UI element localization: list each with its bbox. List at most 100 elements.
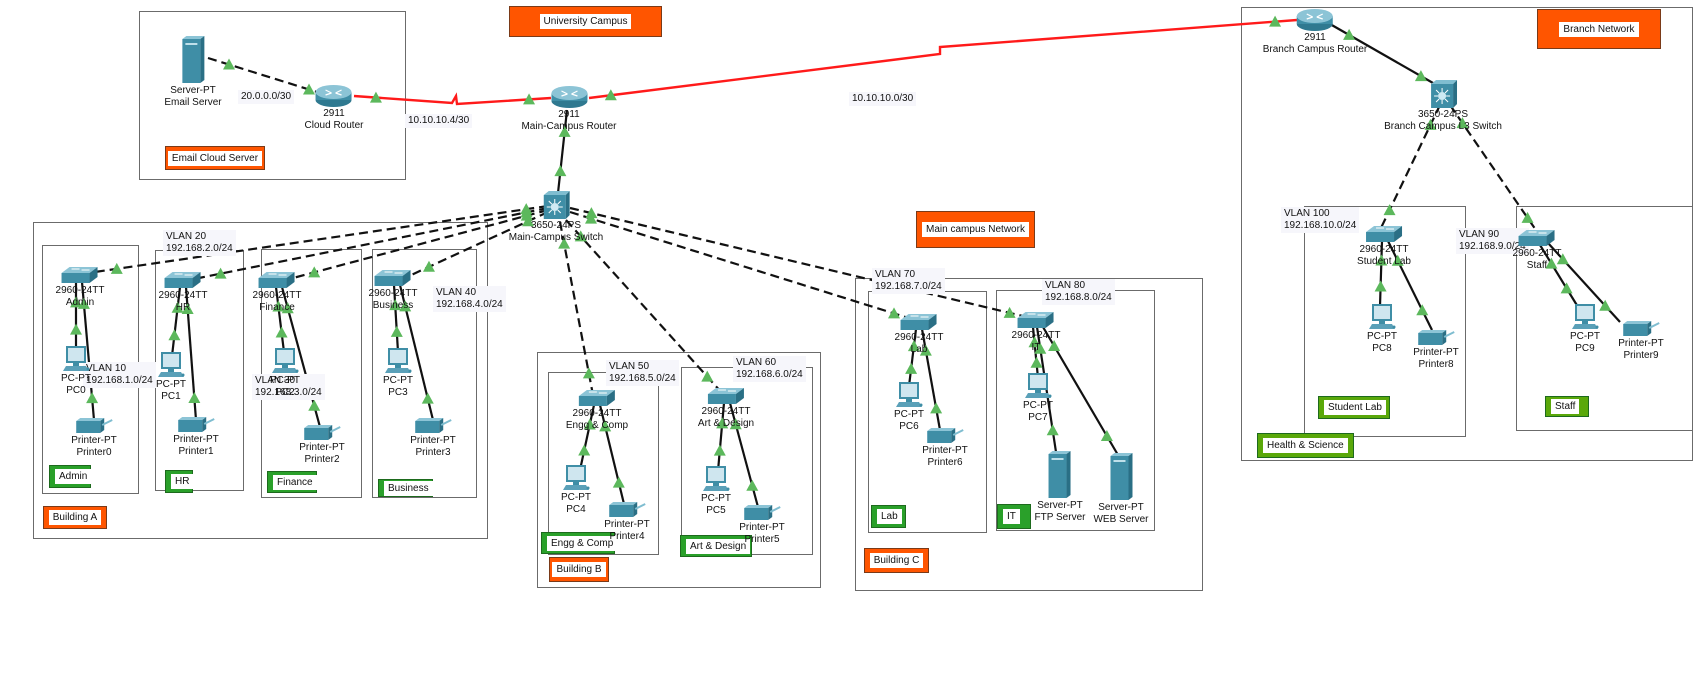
link-hr-pc1[interactable]	[170, 286, 182, 357]
link-student-pc8[interactable]	[1378, 240, 1384, 307]
link-main-hr[interactable]	[198, 206, 549, 280]
router-icon[interactable]	[305, 84, 364, 108]
switch-icon[interactable]	[1012, 310, 1061, 330]
link-main-admin[interactable]	[94, 204, 549, 274]
device-model-label: Printer-PT	[604, 519, 650, 530]
link-up-indicator-icon	[907, 340, 920, 352]
switch-icon[interactable]	[159, 270, 208, 290]
pc-icon[interactable]	[383, 347, 413, 375]
link-main-it[interactable]	[569, 206, 1032, 320]
pc-icon[interactable]	[1570, 303, 1600, 331]
pc-icon[interactable]	[701, 465, 731, 493]
switch-icon[interactable]	[253, 270, 302, 290]
pc-icon[interactable]	[894, 381, 924, 409]
l3switch-icon[interactable]	[509, 190, 603, 220]
link-engg-pc4[interactable]	[578, 404, 596, 471]
link-lab-pc6[interactable]	[907, 328, 918, 387]
printer-icon[interactable]	[604, 497, 650, 519]
link-business-pc3[interactable]	[392, 284, 400, 353]
server-icon[interactable]	[1035, 450, 1086, 500]
server-icon[interactable]	[1093, 452, 1148, 502]
switch-icon[interactable]	[566, 388, 628, 408]
serial-link-cloud-main[interactable]	[353, 92, 552, 106]
link-main-engg[interactable]	[558, 221, 595, 396]
pc-icon[interactable]	[61, 345, 91, 373]
printer-icon[interactable]	[1618, 316, 1664, 338]
device-name-label: Business	[372, 300, 414, 311]
printer-icon[interactable]	[410, 413, 456, 435]
pc-icon[interactable]	[270, 347, 300, 375]
link-art-pc5[interactable]	[716, 402, 726, 472]
printer-icon[interactable]	[922, 423, 968, 445]
switch-icon[interactable]	[369, 268, 418, 288]
router-icon[interactable]	[1263, 8, 1368, 32]
link-router-switch[interactable]	[556, 109, 569, 194]
printer-icon[interactable]	[173, 412, 219, 434]
serial-link-main-branch[interactable]	[588, 18, 1298, 100]
printer-icon[interactable]	[739, 500, 785, 522]
switch-icon[interactable]	[1513, 228, 1562, 248]
printer-icon[interactable]	[1413, 325, 1459, 347]
device-model-label: PC-PT	[383, 375, 413, 386]
switch-icon[interactable]	[895, 312, 944, 332]
link-staff-pc9[interactable]	[1539, 244, 1579, 308]
pc-icon[interactable]	[156, 351, 186, 379]
server-icon[interactable]	[164, 35, 221, 85]
switch-icon[interactable]	[698, 386, 754, 406]
link-branch-staff[interactable]	[1449, 104, 1541, 237]
link-main-art[interactable]	[565, 219, 723, 394]
pc-icon[interactable]	[1023, 372, 1053, 400]
switch-icon[interactable]	[1357, 224, 1411, 244]
router-icon[interactable]	[521, 85, 616, 109]
printer-icon[interactable]	[299, 420, 345, 442]
link-main-business[interactable]	[408, 211, 549, 277]
link-finance-pc2[interactable]	[274, 286, 286, 353]
link-main-finance[interactable]	[292, 208, 549, 280]
l3switch-icon[interactable]	[1384, 79, 1502, 109]
pc-icon[interactable]	[1367, 303, 1397, 331]
pc-icon[interactable]	[561, 464, 591, 492]
switch-icon[interactable]	[56, 265, 105, 285]
printer-icon[interactable]	[71, 413, 117, 435]
link-main-lab[interactable]	[569, 210, 916, 322]
device-model-label: PC-PT	[561, 492, 591, 503]
